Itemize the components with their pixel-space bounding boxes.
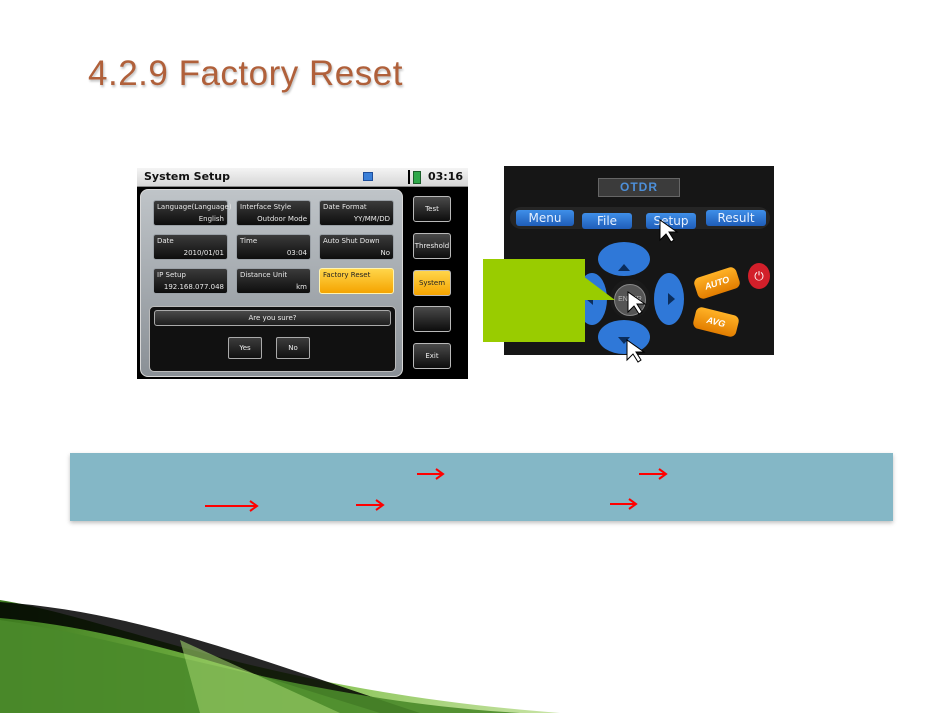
monitor-icon bbox=[363, 172, 373, 181]
instruction-band bbox=[70, 453, 893, 521]
divider bbox=[408, 170, 410, 184]
window-title: System Setup bbox=[144, 170, 230, 183]
cursor-icon bbox=[627, 291, 647, 315]
field-value: Outdoor Mode bbox=[257, 215, 307, 223]
field-value: 03:04 bbox=[286, 249, 307, 257]
clock: 03:16 bbox=[428, 170, 464, 183]
confirm-dialog: Are you sure? Yes No bbox=[149, 306, 396, 372]
date-format-field[interactable]: Date Format YY/MM/DD bbox=[319, 200, 394, 226]
distance-unit-field[interactable]: Distance Unit km bbox=[236, 268, 311, 294]
right-arrow-icon bbox=[668, 293, 675, 305]
field-label: Date Format bbox=[323, 203, 367, 211]
slide-title: 4.2.9 Factory Reset bbox=[88, 54, 403, 93]
function-key-bar: Menu File Setup Result bbox=[510, 207, 770, 229]
brand-label: OTDR bbox=[598, 178, 680, 197]
cursor-icon bbox=[626, 339, 646, 363]
field-label: Distance Unit bbox=[240, 271, 288, 279]
yes-button[interactable]: Yes bbox=[228, 337, 262, 359]
field-value: 2010/01/01 bbox=[183, 249, 224, 257]
factory-reset-field[interactable]: Factory Reset bbox=[319, 268, 394, 294]
settings-panel: Language(Language) English Interface Sty… bbox=[140, 189, 403, 377]
power-icon[interactable]: ⏻ bbox=[748, 263, 770, 289]
field-label: Language(Language) bbox=[157, 203, 232, 211]
field-value: 192.168.077.048 bbox=[163, 283, 224, 291]
result-key[interactable]: Result bbox=[706, 210, 766, 226]
field-label: IP Setup bbox=[157, 271, 186, 279]
interface-style-field[interactable]: Interface Style Outdoor Mode bbox=[236, 200, 311, 226]
test-button[interactable]: Test bbox=[413, 196, 451, 222]
down-arrow-icon bbox=[618, 337, 630, 344]
cursor-icon bbox=[659, 219, 679, 243]
callout-pointer bbox=[575, 270, 615, 300]
field-label: Factory Reset bbox=[323, 271, 371, 279]
field-label: Time bbox=[240, 237, 258, 245]
field-value: YY/MM/DD bbox=[353, 215, 390, 223]
battery-icon bbox=[413, 171, 421, 184]
date-field[interactable]: Date 2010/01/01 bbox=[153, 234, 228, 260]
title-bar: System Setup 03:16 bbox=[137, 168, 468, 187]
up-arrow-icon bbox=[618, 264, 630, 271]
file-key[interactable]: File bbox=[582, 213, 632, 229]
up-key[interactable] bbox=[598, 242, 650, 276]
no-button[interactable]: No bbox=[276, 337, 310, 359]
dialog-question: Are you sure? bbox=[154, 310, 391, 326]
system-button[interactable]: System bbox=[413, 270, 451, 296]
language-field[interactable]: Language(Language) English bbox=[153, 200, 232, 226]
time-field[interactable]: Time 03:04 bbox=[236, 234, 311, 260]
device-screen: System Setup 03:16 Language(Language) En… bbox=[137, 168, 468, 379]
ip-setup-field[interactable]: IP Setup 192.168.077.048 bbox=[153, 268, 228, 294]
field-value: No bbox=[380, 249, 390, 257]
exit-button[interactable]: Exit bbox=[413, 343, 451, 369]
field-label: Interface Style bbox=[240, 203, 292, 211]
field-label: Date bbox=[157, 237, 174, 245]
field-value: English bbox=[198, 215, 224, 223]
menu-key[interactable]: Menu bbox=[516, 210, 574, 226]
threshold-button[interactable]: Threshold bbox=[413, 233, 451, 259]
field-value: km bbox=[296, 283, 307, 291]
green-callout bbox=[483, 259, 585, 342]
blank-side-button[interactable] bbox=[413, 306, 451, 332]
auto-shut-down-field[interactable]: Auto Shut Down No bbox=[319, 234, 394, 260]
field-label: Auto Shut Down bbox=[323, 237, 380, 245]
